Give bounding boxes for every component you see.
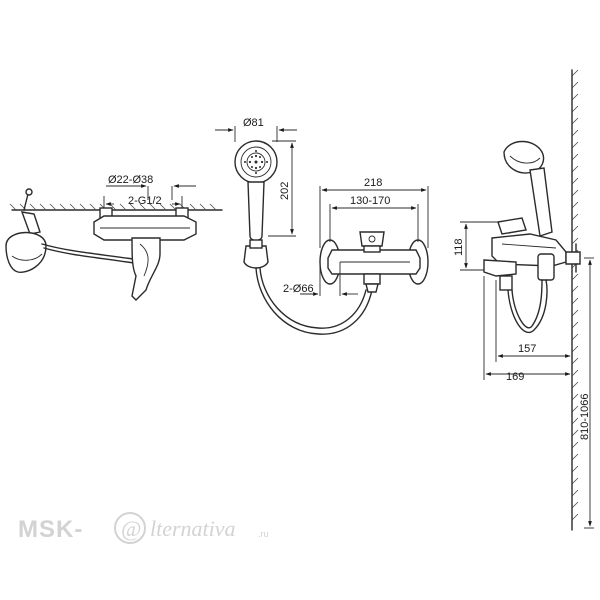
hand-shower-side (503, 140, 545, 174)
shower-nozzles (244, 150, 268, 174)
holder-knob (25, 188, 33, 196)
mixer-lever (359, 231, 385, 247)
watermark-mark: @ (121, 516, 141, 541)
holder-clip (20, 211, 41, 235)
dim-handset-height: 202 (279, 182, 291, 200)
holder-arm (23, 193, 29, 211)
dim-width: 218 (364, 177, 382, 189)
watermark: MSK- @ lternativa .ru (18, 512, 269, 544)
watermark-suffix: .ru (258, 529, 269, 539)
watermark-at-icon (114, 512, 146, 544)
dim-depth-outer: 169 (506, 371, 524, 383)
watermark-word: lternativa (150, 516, 236, 541)
side-view: 118 157 169 810-1066 (453, 69, 594, 531)
holder-side (537, 253, 555, 281)
wall-hatch-side-view (571, 69, 579, 521)
eccentric-side (565, 251, 581, 265)
front-view: Ø81 202 218 130-170 2-Ø66 (215, 117, 429, 335)
dim-thread: 2-G1/2 (128, 195, 162, 207)
hose-side-view (507, 279, 548, 333)
dim-spout-dia: Ø22-Ø38 (108, 174, 153, 186)
lever-side (497, 217, 527, 235)
dim-flange-dia: 2-Ø66 (283, 283, 314, 295)
hose-front-view (255, 267, 373, 335)
spout-top (131, 237, 161, 301)
dim-head-dia: Ø81 (243, 117, 264, 129)
hand-shower-handle (247, 181, 265, 242)
hand-shower-handle-side (529, 167, 553, 237)
top-view: Ø22-Ø38 2-G1/2 (5, 174, 223, 301)
spout-side (483, 259, 517, 277)
hose-top-view (41, 243, 141, 261)
shower-holder (243, 245, 269, 269)
diverter (363, 273, 381, 285)
dim-height: 118 (453, 238, 465, 256)
dim-holder-range: 810-1066 (579, 394, 591, 441)
diverter-side (499, 275, 513, 291)
watermark-brand: MSK- (18, 516, 83, 543)
spout-outlet (365, 283, 379, 293)
dim-depth-inner: 157 (518, 343, 536, 355)
dim-centers: 130-170 (350, 195, 390, 207)
shower-head-top (5, 231, 47, 273)
